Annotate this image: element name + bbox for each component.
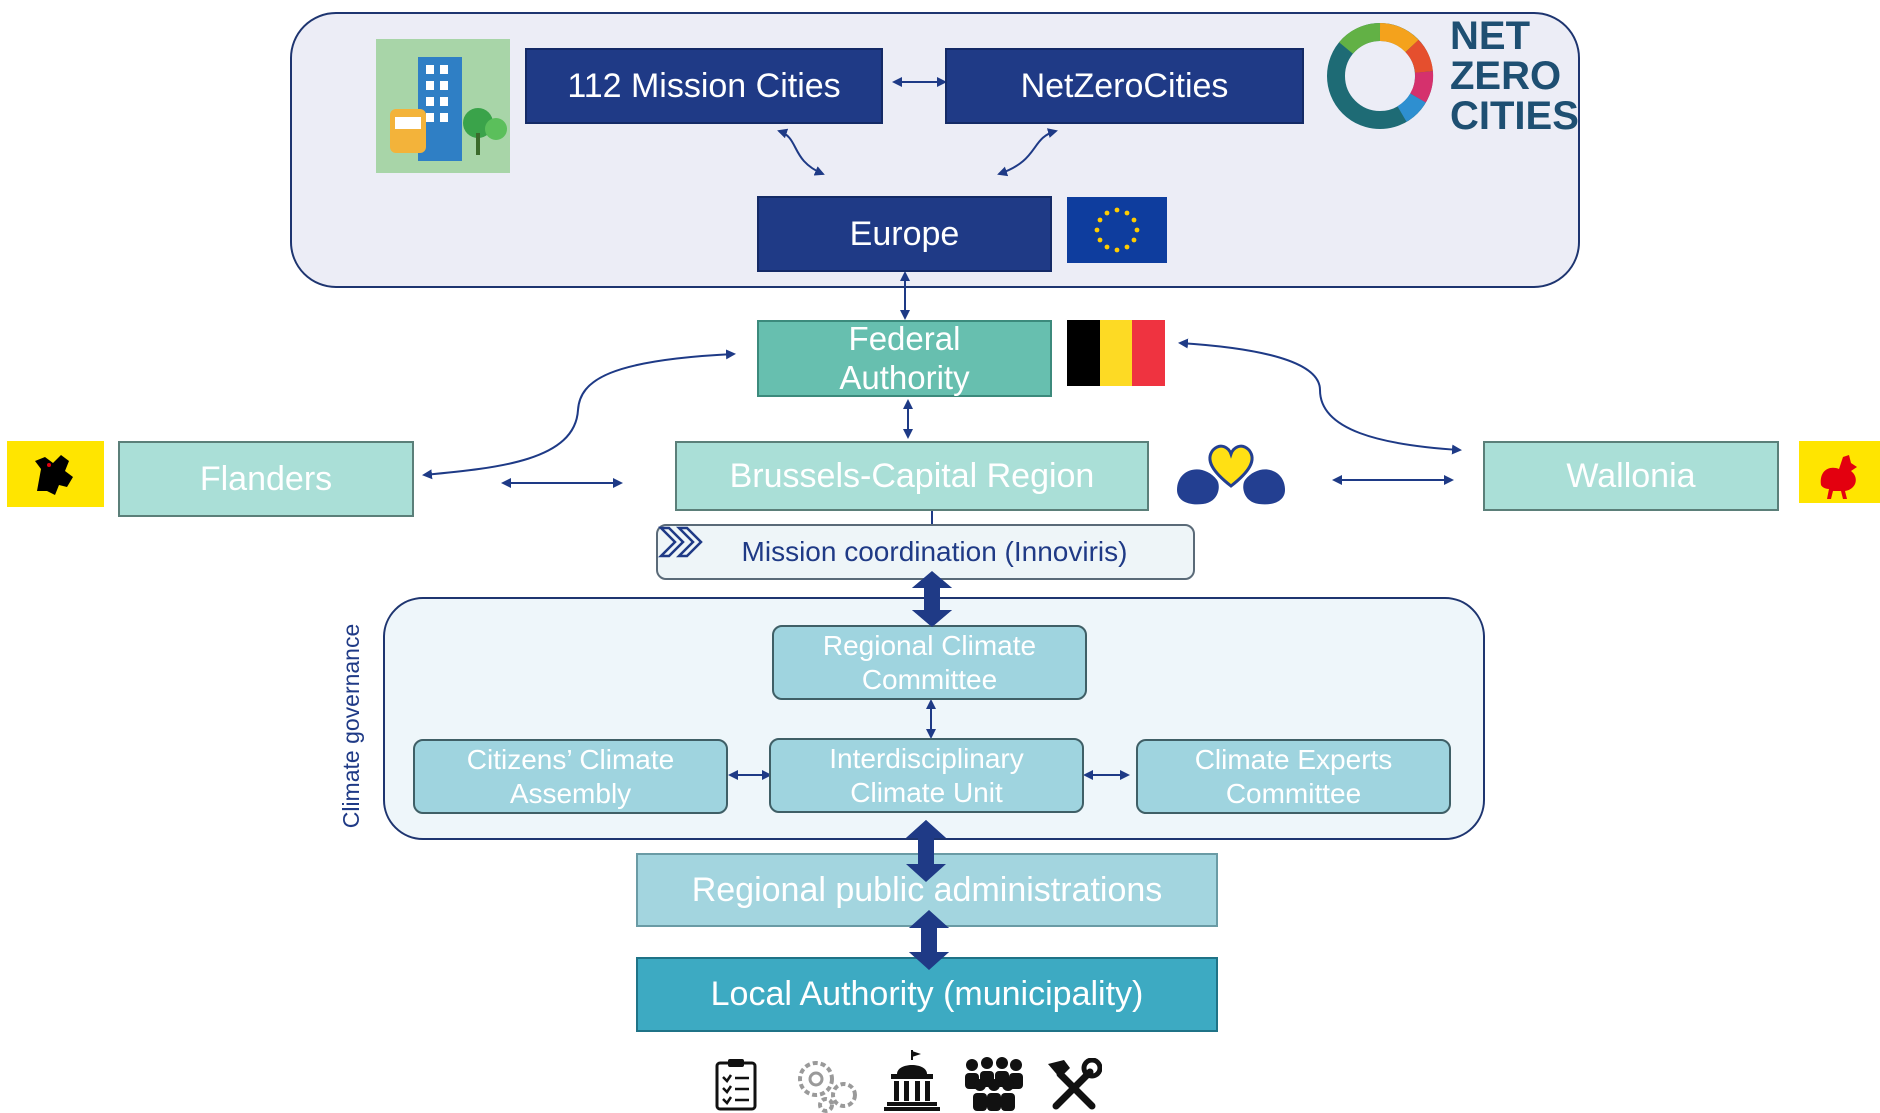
- federal-authority-box: Federal Authority: [757, 320, 1052, 397]
- wallonia-box: Wallonia: [1483, 441, 1779, 511]
- belgium-flag-icon: [1067, 320, 1165, 386]
- nzc-logo-line-3: CITIES: [1450, 94, 1579, 138]
- eu-flag-icon: [1067, 197, 1167, 263]
- arrow-netzero-europe: [997, 128, 1058, 177]
- europe-box: Europe: [757, 196, 1052, 272]
- mission-city-icon: [376, 39, 510, 173]
- mission-coordination-label: Mission coordination (Innoviris): [741, 536, 1128, 568]
- flanders-box: Flanders: [118, 441, 414, 517]
- tools-icon: [1046, 1058, 1102, 1112]
- netzerocities-logo: NET ZERO CITIES: [1322, 14, 1579, 136]
- brussels-capital-box: Brussels-Capital Region: [675, 441, 1149, 511]
- nzc-logo-line-1: NET: [1450, 14, 1530, 58]
- clipboard-icon: [714, 1057, 758, 1111]
- netzerocities-box: NetZeroCities: [945, 48, 1304, 124]
- flanders-flag-icon: [7, 441, 104, 507]
- citizens-climate-assembly-box: Citizens’ Climate Assembly: [413, 739, 728, 814]
- arrow-mission-europe: [777, 128, 825, 176]
- local-authority-box: Local Authority (municipality): [636, 957, 1218, 1032]
- gears-icon: [792, 1057, 864, 1113]
- government-building-icon: [883, 1050, 941, 1112]
- people-group-icon: [960, 1057, 1026, 1111]
- wallonia-flag-icon: [1799, 441, 1880, 503]
- arrow-federal-flanders: [422, 349, 736, 480]
- regional-climate-committee-box: Regional Climate Committee: [772, 625, 1087, 700]
- interdisciplinary-climate-unit-box: Interdisciplinary Climate Unit: [769, 738, 1084, 813]
- brussels-region-logo: [1173, 440, 1289, 510]
- climate-experts-committee-box: Climate Experts Committee: [1136, 739, 1451, 814]
- mission-cities-box: 112 Mission Cities: [525, 48, 883, 124]
- arrow-federal-wallonia: [1178, 338, 1462, 455]
- nzc-logo-line-2: ZERO: [1450, 54, 1562, 98]
